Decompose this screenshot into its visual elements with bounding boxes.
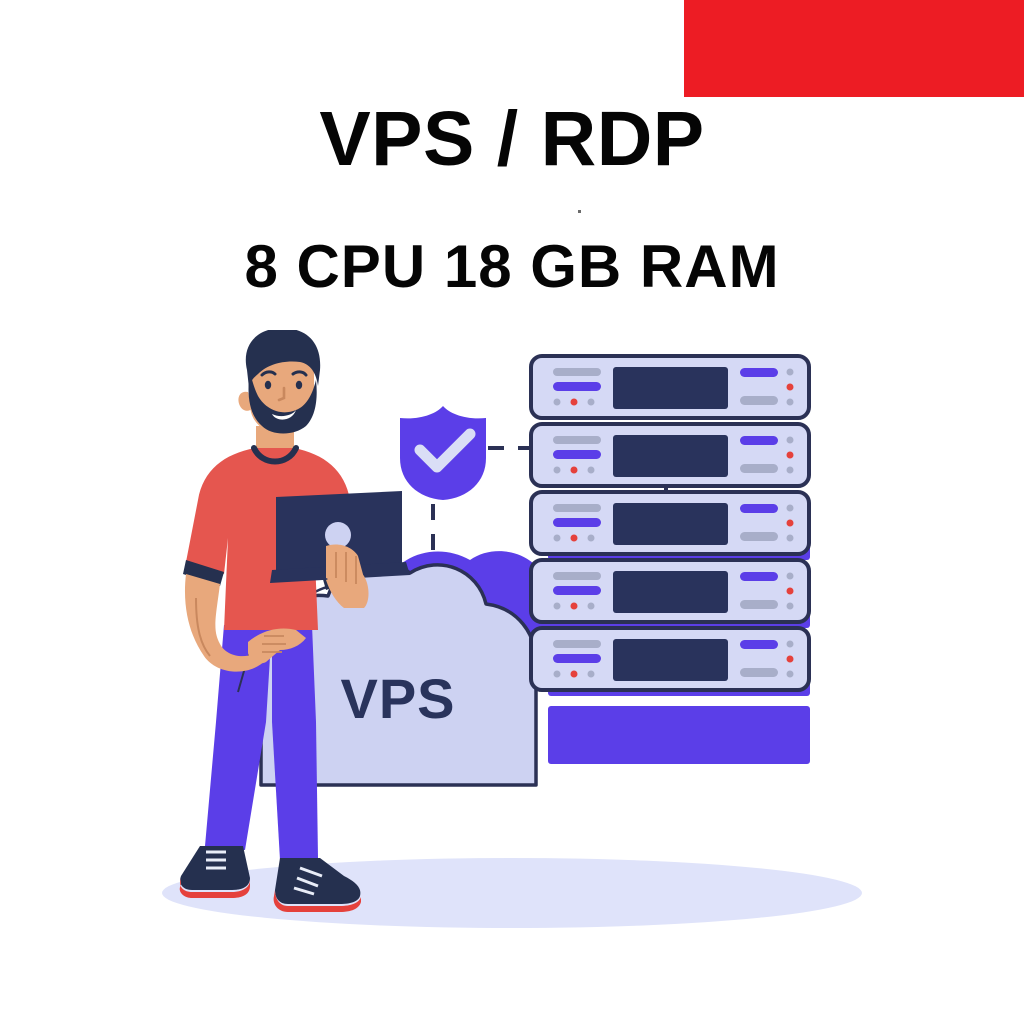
cloud-label: VPS bbox=[340, 667, 455, 730]
eye-left bbox=[264, 380, 272, 390]
shield-check-icon bbox=[414, 428, 476, 473]
leg-front bbox=[272, 625, 318, 860]
hair bbox=[245, 330, 321, 388]
character-man-with-laptop bbox=[179, 330, 410, 912]
server-unit-5 bbox=[529, 626, 811, 692]
stray-speck bbox=[578, 210, 581, 213]
ground-shadow bbox=[162, 858, 862, 928]
server-unit-2 bbox=[529, 422, 811, 488]
server-unit-4 bbox=[529, 558, 811, 624]
ear bbox=[238, 391, 252, 411]
beard bbox=[248, 372, 317, 434]
sleeve-cuff-left bbox=[183, 560, 224, 586]
hand-right-fingers bbox=[335, 552, 357, 584]
eye-right bbox=[295, 380, 303, 390]
server-stack bbox=[529, 354, 811, 764]
server-unit-1 bbox=[529, 354, 811, 420]
red-corner-banner bbox=[684, 0, 1024, 97]
head bbox=[238, 330, 321, 434]
shirt bbox=[186, 448, 358, 630]
eyebrows bbox=[260, 370, 308, 377]
server-unit-3 bbox=[529, 490, 811, 556]
page-title: VPS / RDP bbox=[319, 96, 705, 182]
security-shield bbox=[400, 406, 486, 500]
shoe-laces-front bbox=[293, 866, 323, 896]
laptop-logo-icon bbox=[325, 522, 351, 548]
shoe-back bbox=[179, 846, 250, 898]
nose bbox=[277, 386, 286, 402]
hand-left-fingers bbox=[262, 635, 286, 653]
leg-back bbox=[205, 625, 272, 850]
hand-left bbox=[248, 628, 306, 664]
vps-illustration: VPS bbox=[0, 330, 1024, 940]
shoe-laces-back bbox=[206, 850, 226, 870]
shoe-front bbox=[273, 858, 361, 912]
spec-subtitle: 8 CPU 18 GB RAM bbox=[244, 233, 780, 300]
shirt-collar bbox=[251, 445, 299, 465]
mouth bbox=[272, 410, 296, 420]
